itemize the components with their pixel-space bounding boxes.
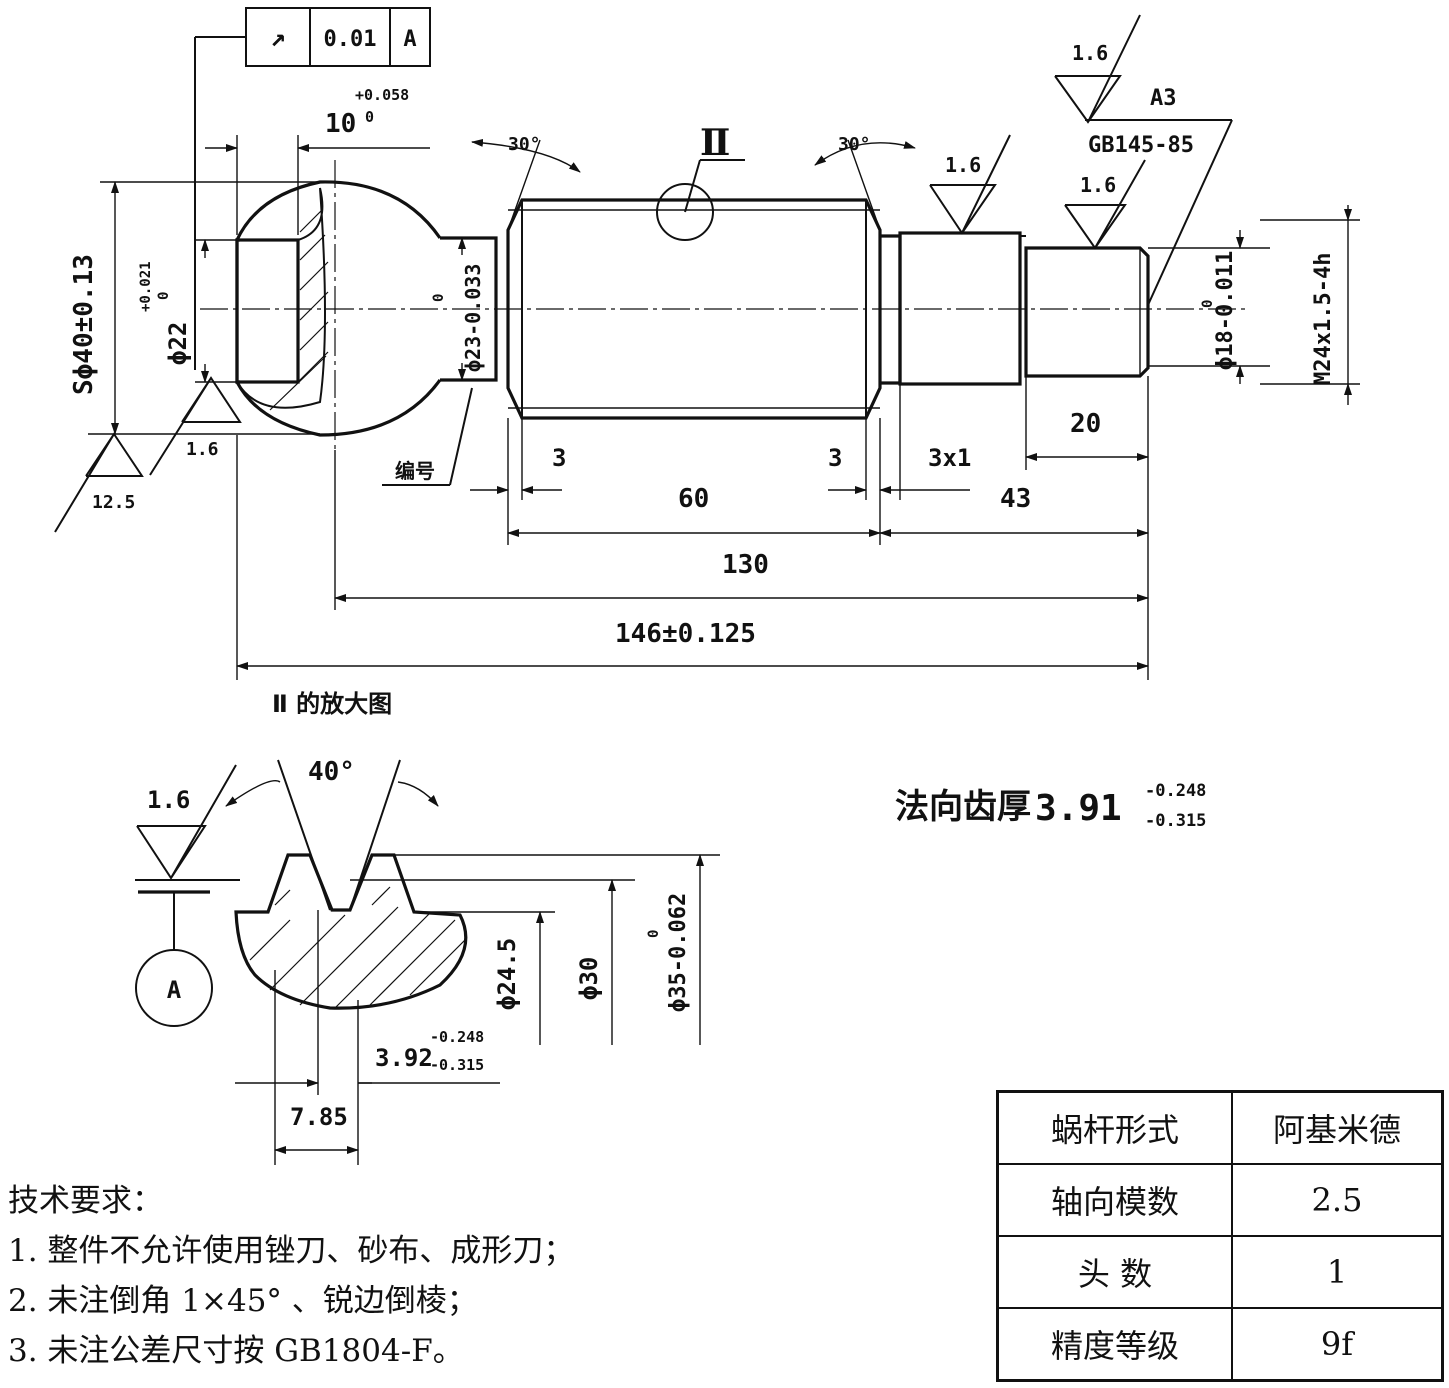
detail-angle-dim: 40° xyxy=(308,757,355,787)
table-row: 头 数 1 xyxy=(996,1235,1444,1309)
number-label: 编号 xyxy=(395,459,435,483)
detail-thickness: 3.92 xyxy=(375,1044,433,1072)
neck-tol-up: 0 xyxy=(431,294,447,302)
detail-view: Ⅱ 的放大图 40° 1.6 A ϕ24 xyxy=(135,690,720,1165)
runout-datum: A xyxy=(403,27,416,52)
svg-text:1.6: 1.6 xyxy=(945,153,981,177)
requirements-title: 技术要求： xyxy=(8,1183,163,1219)
shaft-length-dim: 43 xyxy=(1000,484,1031,514)
svg-text:1.6: 1.6 xyxy=(1072,41,1108,65)
bore-tol-up: +0.021 xyxy=(138,261,154,312)
detail-outer-tol: 0 xyxy=(646,930,662,938)
main-view: Ⅱ ↗ 0.01 A 10 +0.058 0 Sϕ40±0.13 xyxy=(54,7,1360,680)
table-row: 精度等级 9f xyxy=(996,1307,1444,1382)
detail-root-dia: ϕ24.5 xyxy=(493,938,521,1010)
detail-outer-dia: ϕ35-0.062 xyxy=(666,893,691,1012)
worm-length-dim: 60 xyxy=(678,484,709,514)
section-hatching xyxy=(269,209,329,411)
tip-dia-dim: ϕ18-0.011 xyxy=(1213,251,1238,370)
geometric-tolerance-frame: ↗ 0.01 A xyxy=(194,7,431,370)
detail-mark-text: Ⅱ xyxy=(700,122,730,164)
detail-datum-circle: A xyxy=(167,976,182,1004)
bore-dia-dim: ϕ22 xyxy=(164,322,192,365)
normal-thickness-lo: -0.315 xyxy=(1145,811,1206,831)
table-row: 蜗杆形式 阿基米德 xyxy=(996,1090,1444,1165)
bore-tol-lo: 0 xyxy=(156,292,172,300)
angle-right-dim: 30° xyxy=(838,134,871,155)
param-value: 9f xyxy=(1231,1307,1444,1382)
param-key: 蜗杆形式 xyxy=(996,1090,1233,1165)
technical-requirements: 技术要求： 1. 整件不允许使用锉刀、砂布、成形刀； 2. 未注倒角 1×45°… xyxy=(8,1176,708,1376)
table-row: 轴向模数 2.5 xyxy=(996,1163,1444,1237)
runout-symbol-icon: ↗ xyxy=(270,23,286,53)
chamfer-left-dim: 3 xyxy=(552,444,566,472)
center-hole-std: GB145-85 xyxy=(1088,133,1194,158)
param-value: 1 xyxy=(1231,1235,1444,1309)
detail-roughness: 1.6 xyxy=(147,786,190,814)
detail-thick-tol-up: -0.248 xyxy=(430,1028,484,1046)
roughness-symbol-4: 1.6 xyxy=(149,376,242,476)
param-key: 头 数 xyxy=(996,1235,1233,1309)
sphere-dia-dim: Sϕ40±0.13 xyxy=(69,254,99,395)
normal-thickness-label: 法向齿厚 xyxy=(895,787,1031,827)
slot-width-dim: 10 xyxy=(325,109,356,139)
groove-dim: 3x1 xyxy=(928,444,971,472)
roughness-symbol-1: 1.6 xyxy=(1054,14,1141,124)
svg-text:1.6: 1.6 xyxy=(186,439,219,460)
requirement-item: 2. 未注倒角 1×45° 、锐边倒棱； xyxy=(8,1283,478,1319)
slot-width-tol-lo: 0 xyxy=(365,108,374,126)
detail-thick-tol-lo: -0.315 xyxy=(430,1056,484,1074)
chamfer-right-dim: 3 xyxy=(828,444,842,472)
angle-left-dim: 30° xyxy=(508,134,541,155)
normal-thickness-up: -0.248 xyxy=(1145,781,1206,801)
param-key: 轴向模数 xyxy=(996,1163,1233,1237)
svg-text:1.6: 1.6 xyxy=(1080,173,1116,197)
slot-width-tol-up: +0.058 xyxy=(355,86,409,104)
detail-hatching xyxy=(249,886,466,1009)
roughness-symbol-5: 12.5 xyxy=(54,432,144,533)
length-146-dim: 146±0.125 xyxy=(615,619,756,649)
runout-value: 0.01 xyxy=(324,27,377,52)
thread-dim: M24x1.5-4h xyxy=(1311,253,1336,385)
tip-length-dim: 20 xyxy=(1070,409,1101,439)
detail-pitch-dia: ϕ30 xyxy=(575,957,603,1000)
param-key: 精度等级 xyxy=(996,1307,1233,1382)
normal-thickness-note: 法向齿厚 3.91 -0.248 -0.315 xyxy=(895,781,1206,831)
normal-thickness-value: 3.91 xyxy=(1035,788,1122,829)
roughness-symbol-3: 1.6 xyxy=(1064,159,1146,250)
detail-view-title: Ⅱ 的放大图 xyxy=(272,690,392,718)
detail-pitch: 7.85 xyxy=(290,1103,348,1131)
neck-dia-dim: ϕ23-0.033 xyxy=(461,264,485,372)
requirement-item: 1. 整件不允许使用锉刀、砂布、成形刀； xyxy=(8,1233,575,1269)
param-value: 2.5 xyxy=(1231,1163,1444,1237)
param-value: 阿基米德 xyxy=(1231,1090,1444,1165)
length-130-dim: 130 xyxy=(722,550,769,580)
worm-parameters-table: 蜗杆形式 阿基米德 轴向模数 2.5 头 数 1 精度等级 9f xyxy=(996,1090,1444,1382)
tip-tol-up: 0 xyxy=(1200,300,1216,308)
center-hole-type: A3 xyxy=(1150,86,1177,111)
requirement-item: 3. 未注公差尺寸按 GB1804-F。 xyxy=(8,1333,464,1369)
roughness-symbol-2: 1.6 xyxy=(929,134,1011,235)
svg-text:12.5: 12.5 xyxy=(92,492,135,513)
